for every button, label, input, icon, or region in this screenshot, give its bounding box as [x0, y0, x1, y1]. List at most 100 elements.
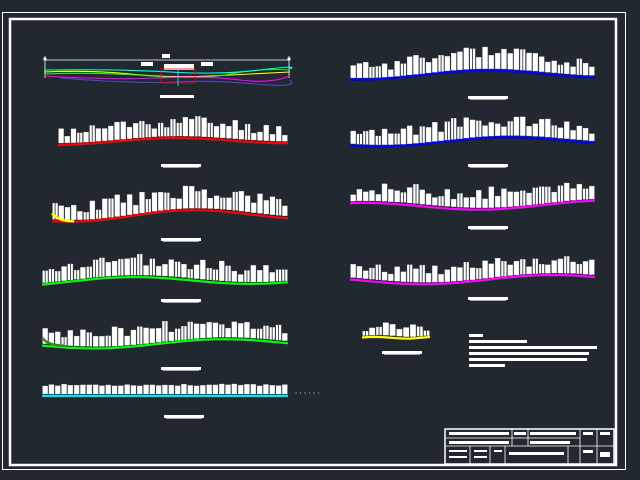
section-block	[105, 262, 111, 277]
ground-line	[41, 276, 289, 286]
section-block	[432, 197, 438, 206]
profile-r5	[361, 322, 431, 355]
section-block	[263, 124, 269, 141]
section-block	[507, 264, 513, 276]
section-block	[432, 122, 438, 142]
plan-structure	[164, 64, 194, 70]
section-block	[444, 189, 451, 207]
section-block	[73, 335, 80, 347]
section-block	[269, 272, 275, 282]
section-block	[206, 384, 212, 395]
section-block	[570, 188, 576, 201]
section-block	[282, 333, 288, 341]
section-block	[61, 266, 67, 281]
section-block	[244, 384, 250, 395]
section-block	[570, 66, 576, 75]
section-block	[170, 197, 176, 210]
section-block	[212, 322, 219, 338]
section-block	[189, 186, 195, 209]
section-block	[102, 198, 108, 219]
title-block-field	[509, 452, 564, 455]
title-block-field	[494, 450, 502, 452]
legend-notes	[469, 334, 597, 367]
section-block	[232, 120, 238, 139]
section-block	[557, 127, 564, 139]
profile-label	[164, 415, 204, 418]
profile-label-underline	[163, 301, 199, 303]
section-block	[250, 384, 257, 395]
section-block	[149, 384, 156, 395]
section-block	[388, 189, 394, 202]
section-block	[61, 383, 67, 395]
ground-accent	[51, 212, 75, 223]
section-block	[269, 385, 275, 395]
cross-section-plan[interactable]	[43, 54, 293, 98]
plan-label	[160, 95, 194, 98]
section-block	[406, 125, 413, 144]
section-block	[133, 123, 139, 139]
profile-label-underline	[470, 98, 506, 100]
plan-marker	[162, 54, 170, 58]
profile-label	[468, 297, 508, 300]
section-block	[400, 128, 407, 145]
section-block	[403, 327, 410, 337]
section-block	[55, 385, 61, 395]
section-block	[576, 183, 583, 200]
section-block	[83, 131, 89, 143]
profile-label	[161, 238, 201, 241]
section-block	[413, 55, 419, 75]
section-block	[276, 126, 282, 142]
section-block	[438, 274, 444, 283]
title-block-field	[449, 441, 509, 444]
section-block	[463, 197, 469, 208]
profile-label-underline	[163, 166, 199, 168]
section-block	[494, 123, 501, 136]
profile-label-underline	[470, 228, 506, 230]
section-block	[589, 185, 595, 200]
section-block	[174, 385, 181, 395]
outer-border	[2, 12, 626, 470]
section-block	[450, 52, 457, 71]
section-block	[488, 186, 495, 208]
section-block	[237, 384, 244, 395]
section-block	[155, 385, 162, 395]
profile-label	[468, 96, 508, 99]
section-block	[469, 267, 476, 280]
section-block	[143, 384, 149, 395]
section-block	[589, 66, 595, 76]
section-block	[413, 134, 419, 144]
section-block	[526, 192, 532, 206]
section-block	[263, 200, 269, 215]
plan-line	[43, 70, 291, 78]
section-block	[450, 266, 457, 282]
section-block	[238, 129, 245, 140]
section-block	[124, 335, 130, 346]
section-block	[381, 271, 388, 281]
section-block	[250, 328, 257, 339]
section-block	[469, 197, 476, 208]
section-block	[77, 211, 83, 220]
section-block	[162, 384, 168, 395]
section-block	[269, 134, 276, 142]
section-block	[86, 384, 93, 395]
section-block	[363, 270, 369, 279]
note-line	[469, 346, 597, 349]
section-block	[369, 190, 375, 202]
section-block	[425, 193, 432, 205]
section-block	[137, 385, 143, 395]
section-block	[226, 197, 232, 210]
section-block	[450, 198, 457, 207]
section-block	[238, 191, 245, 212]
section-block	[95, 128, 102, 142]
section-block	[350, 264, 356, 278]
section-block	[356, 63, 363, 79]
profile-label	[468, 164, 508, 167]
plan-marker	[201, 62, 213, 66]
title-block-field	[449, 456, 467, 458]
section-block	[257, 131, 263, 141]
title-block-field	[583, 450, 593, 453]
plan-line	[59, 77, 293, 86]
title-block-field	[474, 450, 487, 452]
section-block	[168, 384, 175, 395]
